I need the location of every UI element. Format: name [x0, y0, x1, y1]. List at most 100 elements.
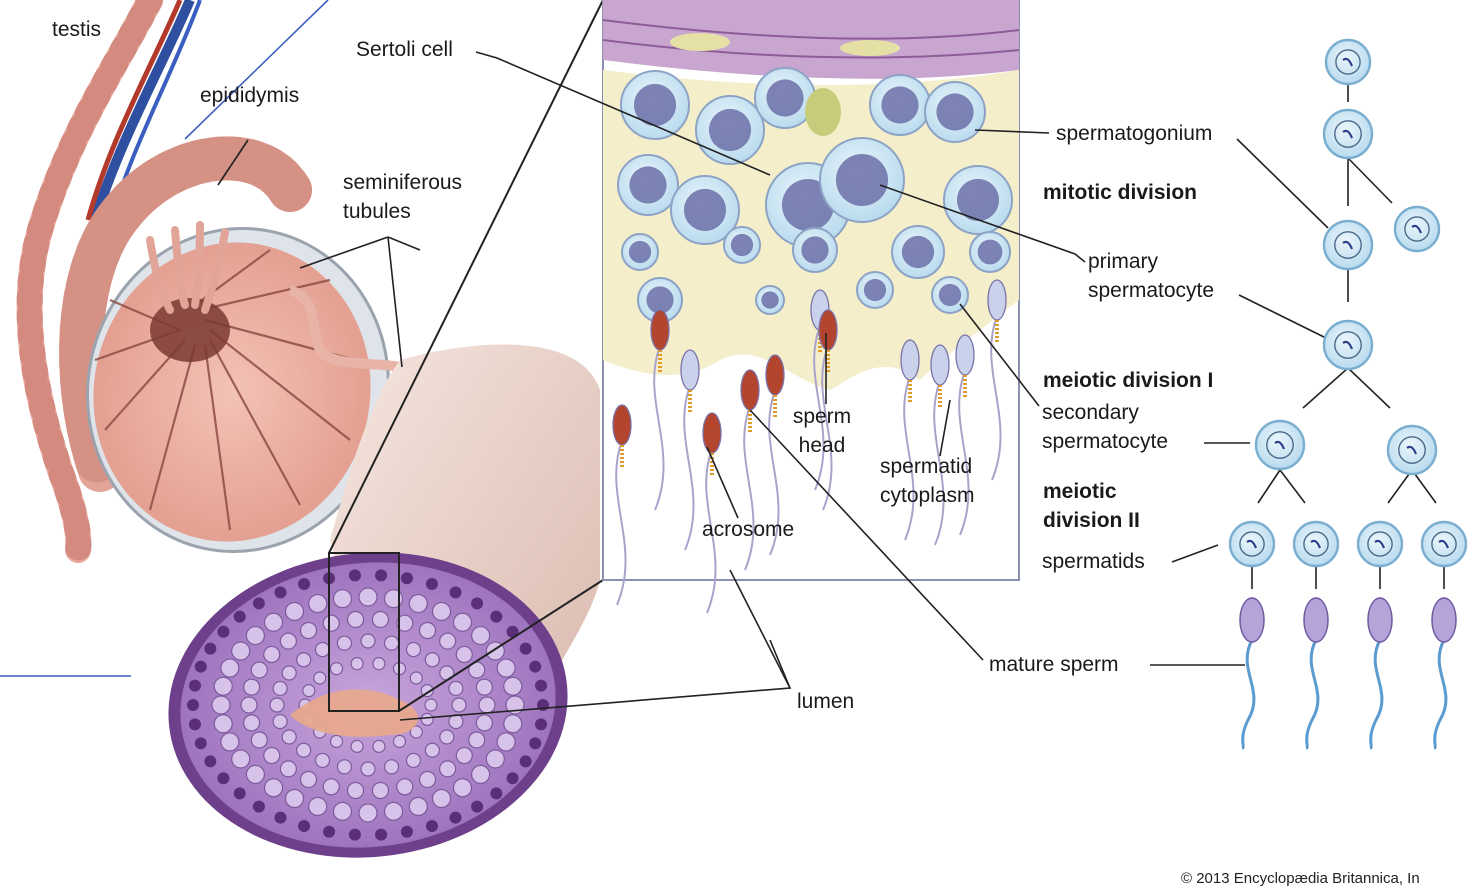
tubule-germ-cell	[348, 783, 364, 799]
tubule-spermatogonium-dot	[195, 737, 207, 749]
tubule-germ-cell	[359, 804, 377, 822]
panel-cell-nucleus	[902, 236, 934, 268]
lineage-cell	[1324, 221, 1372, 269]
tubule-spermatogonium-dot	[520, 643, 532, 655]
tubule-germ-cell	[504, 715, 522, 733]
panel-cell-nucleus	[939, 284, 961, 306]
tubule-germ-cell	[449, 681, 463, 695]
tubule-germ-cell	[504, 677, 522, 695]
tubule-germ-cell	[394, 735, 406, 747]
panel-sperm-head	[703, 413, 721, 453]
tubule-spermatogonium-dot	[375, 569, 387, 581]
tubule-germ-cell	[476, 679, 492, 695]
label-epididymis: epididymis	[200, 82, 299, 109]
panel-cell-nucleus	[801, 236, 828, 263]
tubule-germ-cell	[273, 681, 287, 695]
tubule-spermatogonium-dot	[253, 597, 265, 609]
tubule-spermatogonium-dot	[217, 626, 229, 638]
tubule-spermatogonium-dot	[204, 643, 216, 655]
lineage-cell	[1395, 207, 1439, 251]
panel-sperm-head	[741, 370, 759, 410]
lineage-sperm-head	[1368, 598, 1392, 642]
tubule-germ-cell	[244, 679, 260, 695]
tubule-germ-cell	[232, 642, 250, 660]
tubule-spermatogonium-dot	[507, 772, 519, 784]
lineage-sperm-tail	[1434, 640, 1446, 748]
tubule-germ-cell	[244, 715, 260, 731]
tubule-germ-cell	[265, 613, 283, 631]
tubule-spermatogonium-dot	[529, 737, 541, 749]
lineage-cell	[1358, 522, 1402, 566]
tubule-spermatogonium-dot	[535, 680, 547, 692]
tubule-spermatogonium-dot	[204, 755, 216, 767]
tubule-germ-cell	[440, 633, 456, 649]
panel-sperm-head	[901, 340, 919, 380]
tubule-germ-cell	[359, 588, 377, 606]
lineage-cell	[1326, 40, 1370, 84]
tubule-spermatogonium-dot	[323, 826, 335, 838]
tubule-germ-cell	[348, 611, 364, 627]
tubule-spermatogonium-dot	[217, 772, 229, 784]
tubule-spermatogonium-dot	[401, 572, 413, 584]
label-seminiferous-tubules-2: tubules	[343, 198, 411, 225]
tubule-germ-cell	[265, 779, 283, 797]
tubule-germ-cell	[301, 771, 317, 787]
tubule-germ-cell	[479, 697, 495, 713]
panel-cell-nucleus	[936, 93, 973, 130]
panel-cell-nucleus	[731, 234, 753, 256]
label-secondary-spermatocyte-2: spermatocyte	[1042, 428, 1168, 455]
tubule-germ-cell	[351, 740, 363, 752]
tubule-spermatogonium-dot	[275, 586, 287, 598]
label-lumen: lumen	[797, 688, 854, 715]
label-acrosome: acrosome	[702, 516, 794, 543]
tubule-germ-cell	[440, 761, 456, 777]
tubule-germ-cell	[316, 643, 330, 657]
tubule-germ-cell	[286, 602, 304, 620]
tubule-germ-cell	[297, 653, 311, 667]
label-spermatid-cytoplasm-2: cytoplasm	[880, 482, 975, 509]
label-meiotic-division-2-1: meiotic	[1043, 478, 1117, 505]
copyright-notice: © 2013 Encyclopædia Britannica, In	[1181, 870, 1420, 887]
panel-cell-nucleus	[881, 86, 918, 123]
tubule-spermatogonium-dot	[401, 826, 413, 838]
tubule-germ-cell	[264, 646, 280, 662]
tubule-spermatogonium-dot	[349, 829, 361, 841]
lineage-diagram	[1230, 40, 1466, 748]
tubule-spermatogonium-dot	[189, 680, 201, 692]
tubule-spermatogonium-dot	[471, 597, 483, 609]
label-testis: testis	[52, 16, 101, 43]
label-seminiferous-tubules-1: seminiferous	[343, 169, 462, 196]
tubule-germ-cell	[425, 653, 439, 667]
tubule-germ-cell	[280, 761, 296, 777]
panel-sperm-head	[651, 310, 669, 350]
tubule-germ-cell	[469, 732, 485, 748]
tubule-germ-cell	[331, 735, 343, 747]
tubule-germ-cell	[264, 748, 280, 764]
tubule-spermatogonium-dot	[189, 718, 201, 730]
tubule-germ-cell	[323, 615, 339, 631]
tubule-germ-cell	[409, 595, 427, 613]
tubule-germ-cell	[385, 636, 399, 650]
tubule-germ-cell	[425, 699, 437, 711]
tubule-germ-cell	[486, 750, 504, 768]
tubule-spermatogonium-dot	[490, 611, 502, 623]
tubule-germ-cell	[497, 733, 515, 751]
tubule-germ-cell	[385, 802, 403, 820]
tubule-spermatogonium-dot	[234, 787, 246, 799]
tubule-germ-cell	[420, 623, 436, 639]
lineage-sperm-head	[1240, 598, 1264, 642]
panel-sperm-head	[681, 350, 699, 390]
tubule-spermatogonium-dot	[529, 661, 541, 673]
tubule-germ-cell	[440, 730, 454, 744]
tubule-germ-cell	[373, 740, 385, 752]
tubule-germ-cell	[453, 779, 471, 797]
label-sperm-head-1: sperm	[786, 403, 858, 430]
panel-cell-nucleus	[629, 166, 666, 203]
tubule-germ-cell	[232, 750, 250, 768]
tubule-germ-cell	[221, 659, 239, 677]
tubule-germ-cell	[333, 590, 351, 608]
tubule-germ-cell	[303, 685, 315, 697]
lineage-sperm-tail	[1242, 640, 1254, 748]
tubule-spermatogonium-dot	[490, 787, 502, 799]
